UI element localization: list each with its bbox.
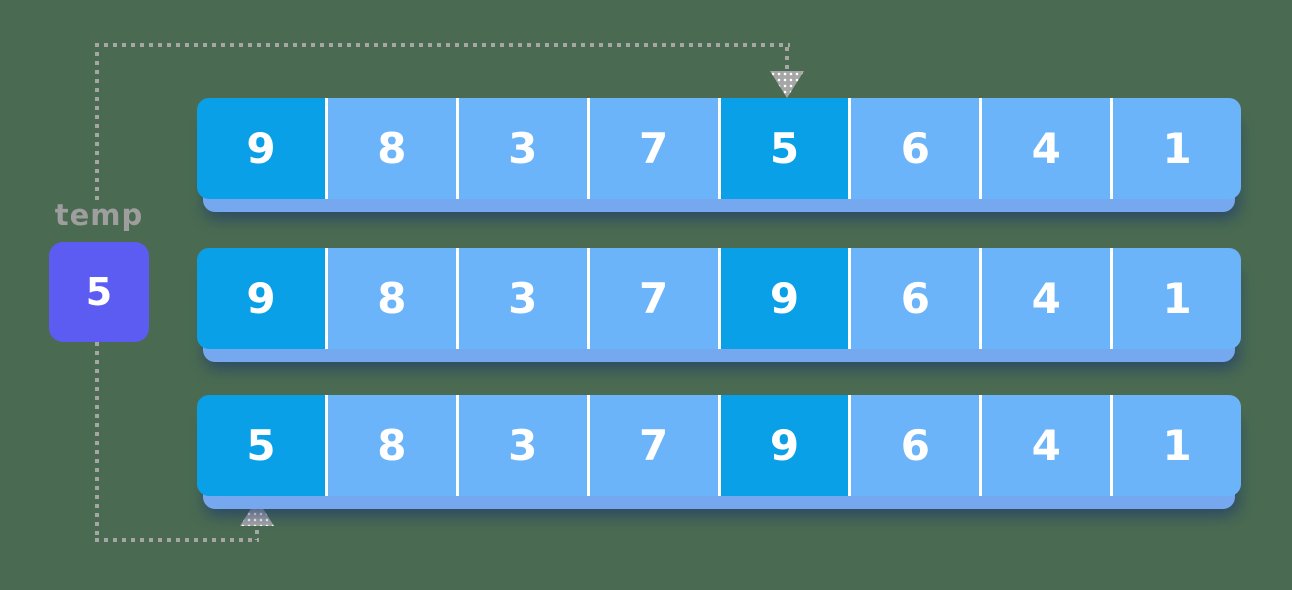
dotted-path-top-horizontal (95, 43, 790, 47)
array-cell: 6 (851, 98, 983, 199)
array-cell: 7 (589, 248, 721, 349)
array-cell: 5 (197, 395, 328, 496)
array-cell: 5 (720, 98, 852, 199)
array-cell: 9 (720, 395, 852, 496)
array-cell: 1 (1113, 98, 1241, 199)
array-cell: 8 (327, 248, 459, 349)
arrow-down-icon (770, 71, 804, 98)
array-cell: 3 (458, 248, 590, 349)
dotted-path-bottom-horizontal (95, 538, 259, 542)
array-cell: 4 (982, 98, 1114, 199)
array-cell: 8 (327, 98, 459, 199)
temp-variable-box: 5 (49, 242, 149, 342)
array-cell: 9 (197, 248, 328, 349)
temp-variable-value: 5 (85, 270, 113, 314)
array-cell: 4 (982, 248, 1114, 349)
array-cell: 3 (458, 98, 590, 199)
array-cell: 1 (1113, 248, 1241, 349)
array-cell: 3 (458, 395, 590, 496)
array-cell: 6 (851, 395, 983, 496)
array-cell: 8 (327, 395, 459, 496)
array-cell: 9 (720, 248, 852, 349)
dotted-path-top-vertical (95, 43, 99, 203)
array-cell: 7 (589, 98, 721, 199)
array-cell: 9 (197, 98, 328, 199)
array-cell: 6 (851, 248, 983, 349)
array-cell: 1 (1113, 395, 1241, 496)
dotted-path-bottom-stub (255, 512, 259, 540)
array-cell: 7 (589, 395, 721, 496)
temp-variable-label: temp (54, 198, 144, 232)
array-cell: 4 (982, 395, 1114, 496)
dotted-path-top-stub (785, 47, 789, 73)
dotted-path-bottom-vertical (95, 342, 99, 542)
